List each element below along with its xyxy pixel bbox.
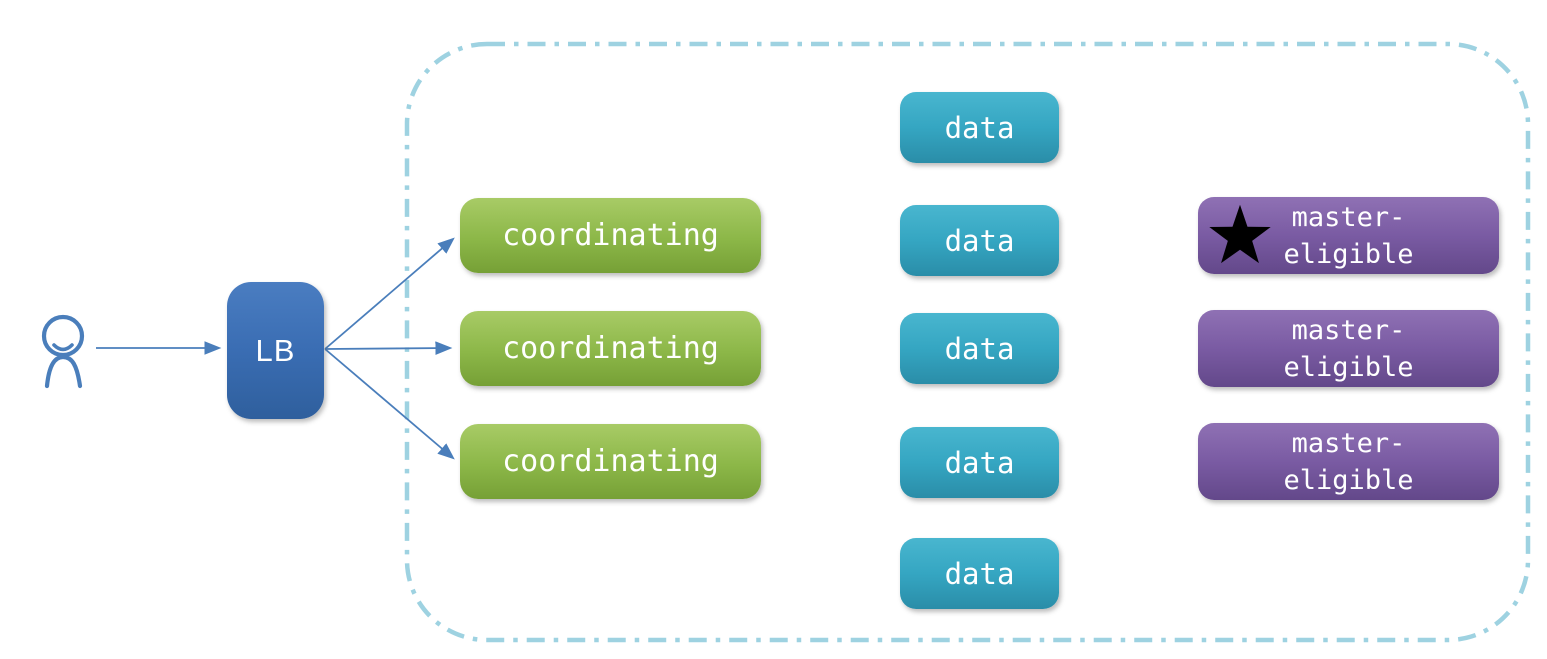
person-smile [52,343,74,352]
master-node-label-line2: eligible [1283,464,1414,496]
cluster-boundary [404,41,1531,643]
data-node-label: data [944,445,1015,480]
load-balancer-label: LB [255,332,296,368]
coordinating-node-2: coordinating [460,311,761,386]
master-eligible-node-3: master- eligible [1198,423,1499,500]
master-node-label-line2: eligible [1283,351,1414,383]
coordinating-node-label: coordinating [502,218,719,253]
master-eligible-node-1: master- eligible [1198,197,1499,274]
coordinating-node-label: coordinating [502,444,719,479]
master-eligible-node-2: master- eligible [1198,310,1499,387]
master-node-label-line2: eligible [1283,238,1414,270]
data-node-3: data [900,313,1059,384]
coordinating-node-3: coordinating [460,424,761,499]
person-body [44,354,83,389]
data-node-label: data [944,110,1015,145]
data-node-2: data [900,205,1059,276]
data-node-label: data [944,556,1015,591]
data-node-label: data [944,331,1015,366]
master-node-label-line1: master- [1291,201,1406,233]
master-node-label-line1: master- [1291,427,1406,459]
data-node-4: data [900,427,1059,498]
master-node-label-line1: master- [1291,314,1406,346]
coordinating-node-1: coordinating [460,198,761,273]
star-shape [1209,204,1271,264]
arrow-lb-to-coordinating-3 [324,348,455,460]
data-node-1: data [900,92,1059,163]
star-icon [1209,204,1271,264]
arrow-lb-to-coordinating-2 [324,341,453,355]
data-node-label: data [944,223,1015,258]
coordinating-node-label: coordinating [502,331,719,366]
arrow-lb-to-coordinating-1 [324,237,455,350]
data-node-5: data [900,538,1059,609]
load-balancer-node: LB [227,282,324,419]
person-icon [41,314,85,389]
